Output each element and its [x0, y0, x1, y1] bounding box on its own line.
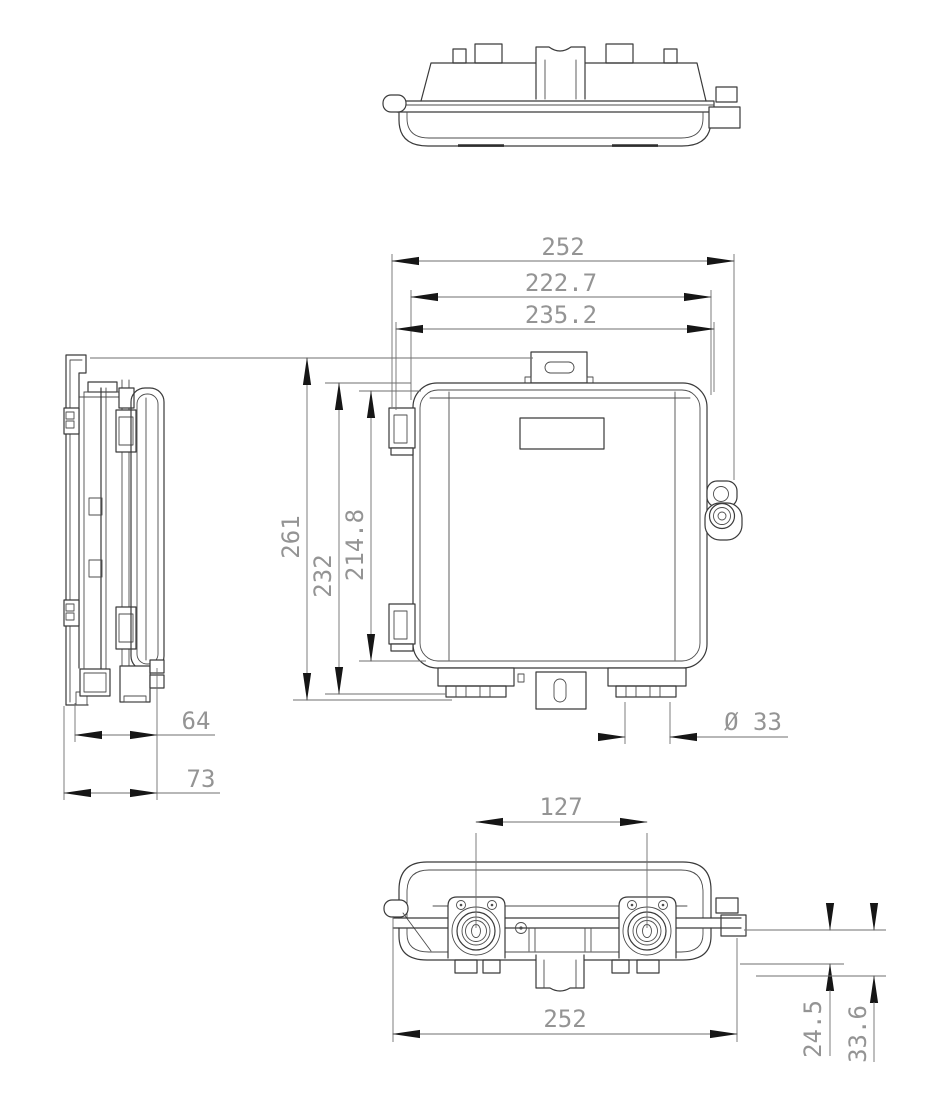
gland-boss-left [437, 667, 515, 687]
dim-bottom-overall-width: 252 [392, 916, 738, 1042]
top-lid-shell [398, 111, 712, 147]
dim-front-body-height: 214.8 [341, 390, 426, 662]
dim-front-overall-width: 252 [391, 233, 735, 480]
hinge-knuckle [383, 899, 409, 918]
dim-text: Ø 33 [724, 708, 782, 736]
mount-slot [544, 361, 575, 374]
mount-tab-top [530, 351, 588, 384]
bottom-shell [398, 861, 712, 919]
dim-text: 24.5 [799, 1000, 827, 1058]
dim-text: 232 [309, 554, 337, 597]
screw [658, 900, 668, 910]
dim-front-mid-width: 235.2 [395, 301, 715, 410]
dim-text: 261 [277, 515, 305, 558]
dim-text: 64 [182, 707, 211, 735]
dim-text: 252 [543, 1005, 586, 1033]
cable-gland-right [618, 896, 677, 959]
top-tab [452, 48, 467, 64]
dim-port-center-to-base: 24.5 [740, 903, 886, 1058]
latch-block [715, 86, 738, 103]
dim-port-center-to-foot: 33.6 [756, 903, 886, 1063]
top-center-clip [535, 46, 586, 100]
bottom-view [383, 861, 747, 992]
mount-slot [553, 678, 567, 703]
padlock-hole [713, 486, 729, 502]
dim-text: 73 [187, 765, 216, 793]
dim-text: 33.6 [844, 1005, 872, 1063]
top-view [382, 43, 741, 147]
dim-front-mid-height: 232 [309, 382, 446, 695]
top-tab [663, 48, 678, 64]
front-view [388, 351, 743, 710]
top-seam-band [396, 100, 715, 113]
top-tab [605, 43, 634, 64]
gland-edge [79, 668, 111, 697]
screw [456, 900, 466, 910]
foot-tab [611, 959, 630, 974]
dim-front-body-width: 222.7 [410, 269, 712, 400]
dim-text: 214.8 [341, 509, 369, 581]
screw [487, 900, 497, 910]
dimensions: 252 222.7 235.2 261 232 [63, 233, 886, 1063]
hinge-pin-cap [118, 387, 135, 409]
dim-gland-diameter: Ø 33 [598, 702, 788, 744]
side-view [63, 354, 165, 706]
tab-edge [87, 381, 118, 393]
latch-hasp [704, 480, 743, 541]
latch-screw [717, 511, 727, 521]
latch-block [720, 914, 747, 937]
bottom-tab-edge [119, 665, 151, 703]
hinge-lower [388, 603, 416, 645]
top-tab [474, 43, 503, 64]
latch-block [708, 106, 741, 129]
dim-text: 127 [539, 793, 582, 821]
dim-port-spacing: 127 [475, 793, 648, 928]
bottom-center-clip [535, 954, 585, 992]
hinge-knuckle [382, 94, 407, 113]
screw [627, 900, 637, 910]
dim-side-body-depth: 64 [74, 668, 215, 800]
enclosure-body [412, 382, 708, 669]
dim-text: 252 [541, 233, 584, 261]
cable-gland-left [447, 896, 506, 959]
dim-text: 235.2 [525, 301, 597, 329]
label-plate [519, 417, 605, 450]
gland-boss-right [607, 667, 687, 687]
foot-tab [636, 959, 660, 974]
dim-side-overall-depth: 73 [63, 706, 220, 800]
dim-front-overall-height: 261 [90, 357, 533, 701]
hinge-upper [388, 407, 416, 449]
dim-text: 222.7 [525, 269, 597, 297]
mount-tab-bottom [535, 671, 587, 710]
latch-block [715, 897, 739, 914]
foot-tab [454, 959, 478, 974]
screw [515, 922, 527, 934]
foot-tab [482, 959, 501, 974]
